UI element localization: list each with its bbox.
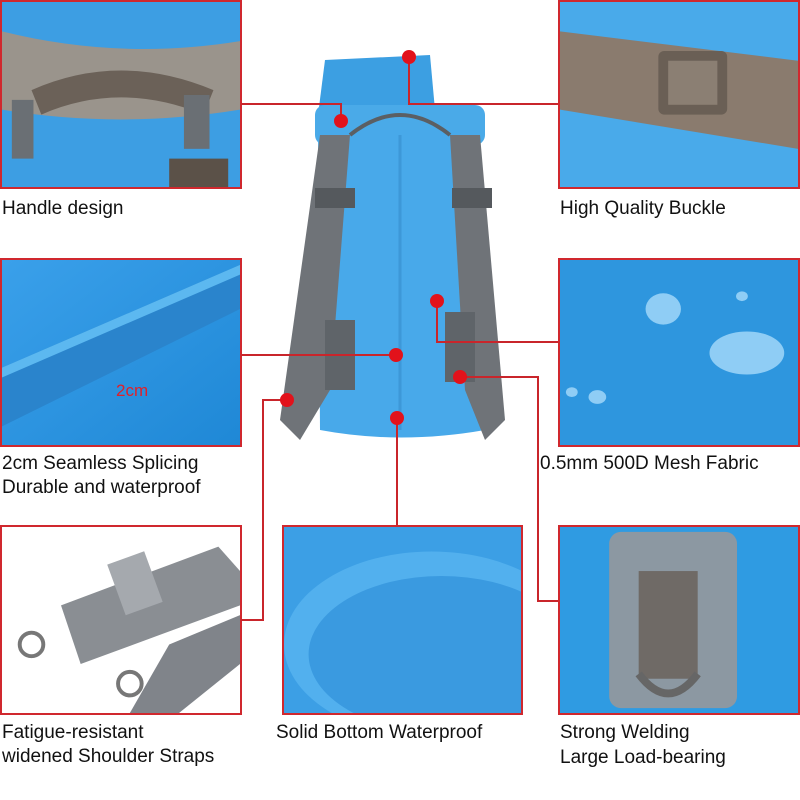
- fabric-label: 0.5mm 500D Mesh Fabric: [540, 453, 759, 474]
- hotspot-welding: [453, 370, 467, 384]
- straps-label-line2: widened Shoulder Straps: [2, 746, 215, 767]
- buckle-detail-image: [558, 0, 800, 189]
- leader-fabric: [436, 341, 558, 343]
- leader-straps-v: [262, 399, 264, 621]
- dry-bag-backpack-image: [280, 55, 505, 440]
- leader-handle-v: [340, 103, 342, 121]
- hotspot-splicing: [389, 348, 403, 362]
- leader-buckle: [408, 103, 558, 105]
- leader-welding-h: [537, 600, 558, 602]
- leader-straps: [262, 399, 287, 401]
- leader-welding-v: [537, 376, 539, 602]
- splicing-label-line1: 2cm Seamless Splicing: [2, 453, 199, 474]
- leader-bottom: [396, 418, 398, 525]
- bottom-label: Solid Bottom Waterproof: [276, 722, 483, 743]
- hotspot-bottom: [390, 411, 404, 425]
- splicing-measure: 2cm: [116, 381, 149, 400]
- splicing-label-line2: Durable and waterproof: [2, 477, 201, 498]
- hotspot-buckle: [402, 50, 416, 64]
- splicing-detail-image: 2cm: [0, 258, 242, 447]
- hotspot-fabric: [430, 294, 444, 308]
- welding-detail-image: [558, 525, 800, 715]
- hotspot-handle: [334, 114, 348, 128]
- leader-buckle-v: [408, 57, 410, 105]
- leader-straps-h: [241, 619, 264, 621]
- hotspot-straps: [280, 393, 294, 407]
- leader-handle: [241, 103, 342, 105]
- leader-splicing: [241, 354, 396, 356]
- welding-label-line1: Strong Welding: [560, 722, 690, 743]
- straps-label-line1: Fatigue-resistant: [2, 722, 144, 743]
- handle-label: Handle design: [2, 198, 124, 219]
- straps-detail-image: [0, 525, 242, 715]
- handle-detail-image: [0, 0, 242, 189]
- welding-label-line2: Large Load-bearing: [560, 747, 726, 768]
- leader-welding: [459, 376, 538, 378]
- bottom-detail-image: [282, 525, 523, 715]
- fabric-detail-image: [558, 258, 800, 447]
- buckle-label: High Quality Buckle: [560, 198, 726, 219]
- leader-fabric-v: [436, 301, 438, 343]
